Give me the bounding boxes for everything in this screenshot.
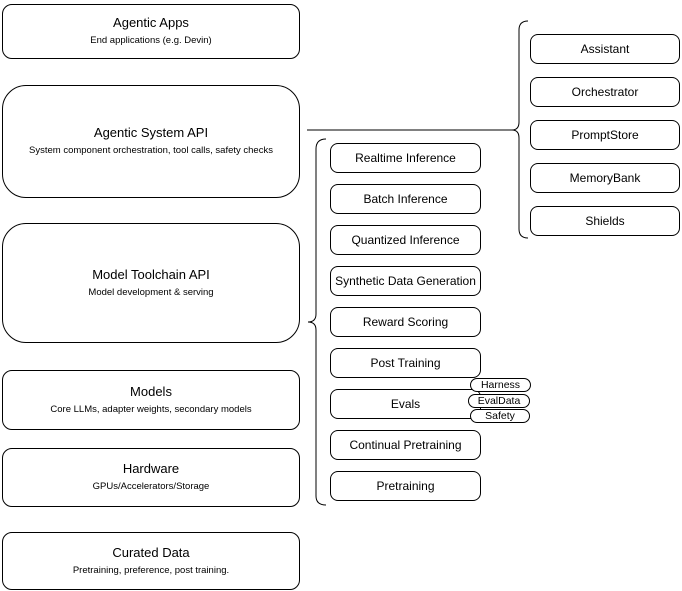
node-pretraining: Pretraining xyxy=(330,471,481,501)
node-subtitle: System component orchestration, tool cal… xyxy=(29,145,273,157)
node-title: Curated Data xyxy=(112,544,190,560)
pill-harness: Harness xyxy=(470,378,531,392)
node-title: Hardware xyxy=(122,461,180,477)
pill-safety: Safety xyxy=(470,409,530,423)
node-quantized-inference: Quantized Inference xyxy=(330,225,481,255)
node-subtitle: Core LLMs, adapter weights, secondary mo… xyxy=(50,403,252,415)
node-curated-data: Curated Data Pretraining, preference, po… xyxy=(2,532,300,590)
node-title: Model Toolchain API xyxy=(92,266,210,282)
node-assistant: Assistant xyxy=(530,34,680,64)
node-evals: Evals xyxy=(330,389,481,419)
node-reward-scoring: Reward Scoring xyxy=(330,307,481,337)
system-group-brace xyxy=(511,20,529,239)
node-batch-inference: Batch Inference xyxy=(330,184,481,214)
node-continual-pretraining: Continual Pretraining xyxy=(330,430,481,460)
node-post-training: Post Training xyxy=(330,348,481,378)
node-subtitle: GPUs/Accelerators/Storage xyxy=(92,481,210,493)
pill-evaldata: EvalData xyxy=(468,394,530,408)
node-subtitle: Model development & serving xyxy=(88,286,214,298)
node-title: Agentic Apps xyxy=(113,15,189,31)
node-shields: Shields xyxy=(530,206,680,236)
node-orchestrator: Orchestrator xyxy=(530,77,680,107)
node-model-toolchain-api: Model Toolchain API Model development & … xyxy=(2,223,300,343)
node-title: Agentic System API xyxy=(93,125,209,141)
node-models: Models Core LLMs, adapter weights, secon… xyxy=(2,370,300,430)
node-synthetic-data-generation: Synthetic Data Generation xyxy=(330,266,481,296)
node-realtime-inference: Realtime Inference xyxy=(330,143,481,173)
node-agentic-apps: Agentic Apps End applications (e.g. Devi… xyxy=(2,4,300,59)
toolchain-group-brace xyxy=(307,138,327,506)
node-subtitle: End applications (e.g. Devin) xyxy=(90,35,212,47)
node-title: Models xyxy=(130,383,172,399)
node-hardware: Hardware GPUs/Accelerators/Storage xyxy=(2,448,300,507)
node-agentic-system-api: Agentic System API System component orch… xyxy=(2,85,300,198)
node-memorybank: MemoryBank xyxy=(530,163,680,193)
node-subtitle: Pretraining, preference, post training. xyxy=(72,564,230,576)
node-promptstore: PromptStore xyxy=(530,120,680,150)
